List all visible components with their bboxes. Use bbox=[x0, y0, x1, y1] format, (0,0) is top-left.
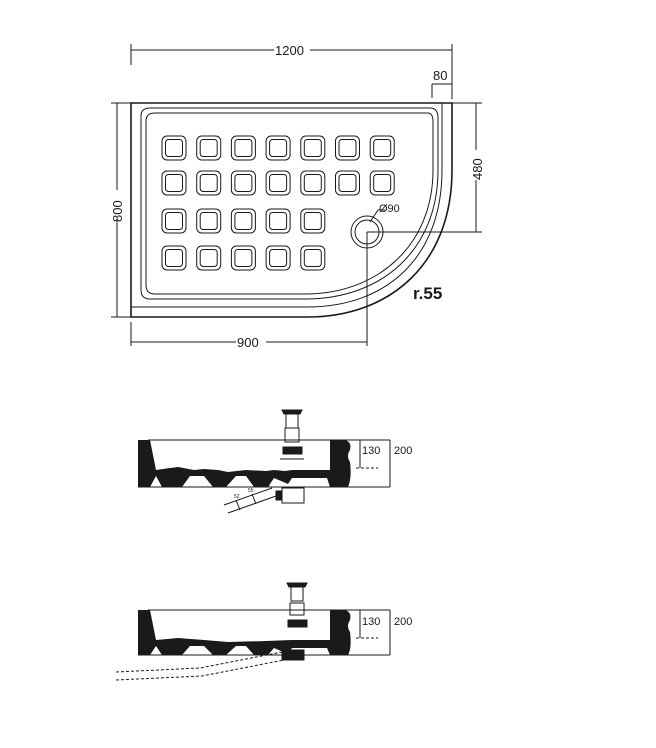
section1-depth-130: 130 bbox=[362, 445, 380, 457]
grip-square bbox=[269, 212, 288, 230]
grip-square bbox=[196, 170, 222, 196]
grip-square bbox=[373, 139, 392, 157]
grip-square bbox=[300, 135, 326, 161]
section-view-2: 130 200 bbox=[115, 582, 412, 681]
radius-label: r.55 bbox=[413, 284, 442, 303]
grip-square bbox=[269, 139, 288, 157]
grip-square bbox=[230, 135, 256, 161]
pipe-label-35: 35 bbox=[264, 483, 270, 489]
grip-square bbox=[196, 135, 222, 161]
grip-square bbox=[161, 245, 187, 271]
grip-square bbox=[230, 208, 256, 234]
tray-outline bbox=[130, 102, 453, 318]
tray-basin bbox=[145, 112, 434, 295]
grip-square bbox=[161, 208, 187, 234]
grip-square bbox=[199, 139, 218, 157]
grip-square bbox=[303, 139, 322, 157]
grip-square bbox=[234, 174, 253, 192]
grip-square bbox=[230, 245, 256, 271]
grip-square bbox=[300, 208, 326, 234]
grip-square bbox=[269, 249, 288, 267]
grip-square bbox=[165, 174, 183, 192]
grip-square bbox=[199, 174, 218, 192]
grip-square bbox=[303, 249, 322, 267]
grip-square bbox=[265, 135, 291, 161]
pipe-label-55: 55 bbox=[248, 488, 254, 494]
tray-rim bbox=[140, 107, 439, 300]
rim-80-label: 80 bbox=[433, 68, 447, 83]
pipe-label-52: 52 bbox=[234, 494, 240, 500]
grip-square bbox=[369, 170, 395, 196]
section2-depth-130: 130 bbox=[362, 616, 380, 628]
drain-diameter-label: Ø90 bbox=[379, 203, 400, 215]
grip-pattern bbox=[161, 135, 395, 271]
grip-square bbox=[234, 139, 253, 157]
grip-square bbox=[196, 245, 222, 271]
grip-square bbox=[165, 139, 183, 157]
grip-square bbox=[335, 135, 360, 161]
grip-square bbox=[373, 174, 392, 192]
grip-square bbox=[369, 135, 395, 161]
width-1200-label: 1200 bbox=[275, 43, 304, 58]
grip-square bbox=[265, 208, 291, 234]
grip-square bbox=[199, 212, 218, 230]
grip-square bbox=[338, 174, 357, 192]
grip-square bbox=[234, 212, 253, 230]
grip-square bbox=[196, 208, 222, 234]
section1-height-200: 200 bbox=[394, 445, 412, 457]
grip-square bbox=[335, 170, 360, 196]
grip-square bbox=[234, 249, 253, 267]
section-view-1: 130 200 52 55 35 bbox=[138, 409, 412, 514]
grip-square bbox=[265, 245, 291, 271]
length-900-label: 900 bbox=[237, 335, 259, 350]
section2-height-200: 200 bbox=[394, 616, 412, 628]
grip-square bbox=[300, 245, 326, 271]
grip-square bbox=[161, 135, 187, 161]
grip-square bbox=[269, 174, 288, 192]
side-480-label: 480 bbox=[470, 158, 485, 180]
grip-square bbox=[165, 212, 183, 230]
depth-800-label: 800 bbox=[110, 200, 125, 222]
grip-square bbox=[300, 170, 326, 196]
grip-square bbox=[230, 170, 256, 196]
grip-square bbox=[338, 139, 357, 157]
grip-square bbox=[303, 212, 322, 230]
grip-square bbox=[161, 170, 187, 196]
grip-square bbox=[199, 249, 218, 267]
grip-square bbox=[265, 170, 291, 196]
grip-square bbox=[303, 174, 322, 192]
grip-square bbox=[165, 249, 183, 267]
